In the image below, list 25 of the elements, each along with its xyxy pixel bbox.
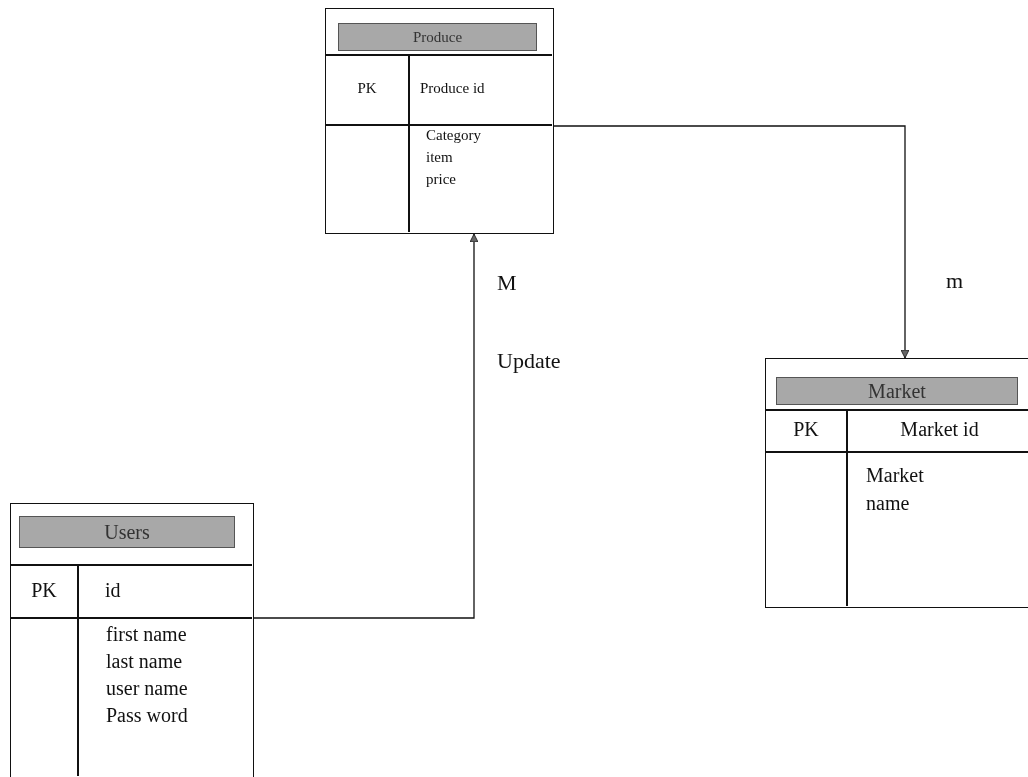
primary-key-label: PK bbox=[356, 80, 378, 97]
attribute-field: Market name bbox=[866, 461, 956, 517]
attribute-field: item bbox=[426, 146, 546, 168]
table-header: Produce bbox=[338, 23, 537, 51]
edge-label: Update bbox=[497, 348, 561, 374]
entity-table bbox=[10, 503, 254, 777]
arrow bbox=[253, 233, 479, 619]
key-field: Market id bbox=[846, 418, 1028, 441]
attribute-field: Pass word bbox=[106, 702, 246, 729]
cardinality-label: m bbox=[946, 268, 964, 294]
attribute-field: user name bbox=[106, 675, 246, 702]
attribute-field: price bbox=[426, 168, 546, 190]
attribute-field: first name bbox=[106, 621, 246, 648]
table-header: Users bbox=[19, 516, 235, 548]
arrow bbox=[553, 125, 910, 359]
primary-key-label: PK bbox=[30, 578, 58, 602]
key-field: Produce id bbox=[420, 80, 485, 97]
attribute-field: Category bbox=[426, 124, 546, 146]
cardinality-label: M bbox=[497, 270, 517, 296]
entity-table bbox=[765, 358, 1028, 608]
table-header: Market bbox=[776, 377, 1018, 405]
entity-table bbox=[325, 8, 554, 234]
key-field: id bbox=[105, 578, 121, 602]
attribute-field: last name bbox=[106, 648, 246, 675]
primary-key-label: PK bbox=[792, 418, 820, 441]
